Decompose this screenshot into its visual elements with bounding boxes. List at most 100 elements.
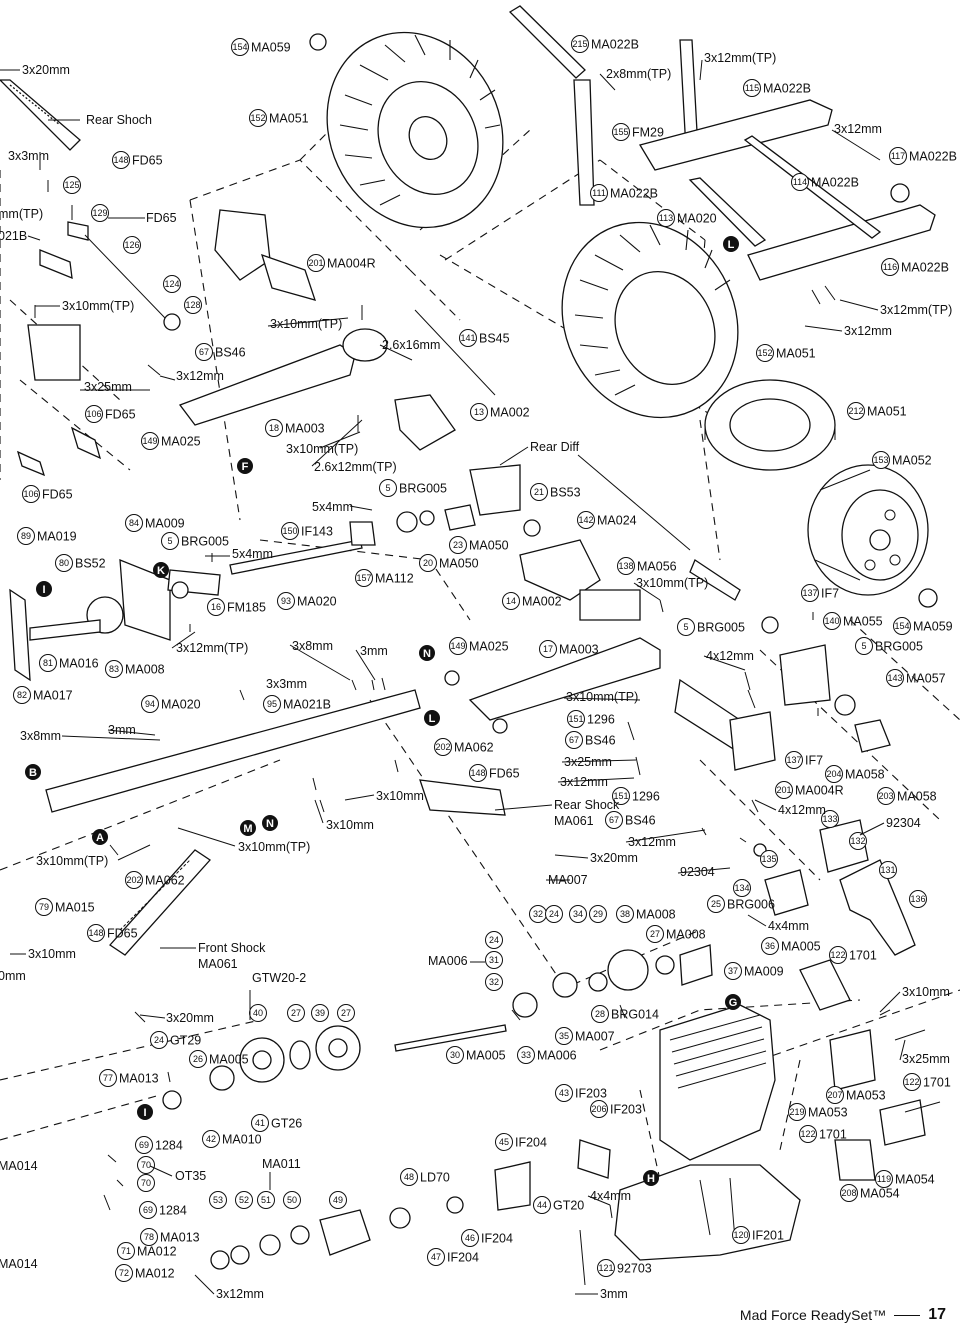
bare-callout-number: 52 — [239, 1195, 249, 1205]
label: 021B — [0, 229, 27, 243]
callout-label: MA013 — [160, 1231, 200, 1245]
callout-number: 5 — [167, 536, 172, 546]
label: 3x25mm — [564, 755, 612, 769]
callout-number: 202 — [435, 742, 450, 752]
bare-callout-circle — [337, 1004, 355, 1022]
callout-label: MA052 — [892, 454, 932, 468]
bare-callout-circle — [311, 1004, 329, 1022]
callout-circle — [724, 962, 742, 980]
callout-number: 154 — [232, 42, 247, 52]
callout-number: 157 — [356, 573, 371, 583]
callout-label: MA012 — [135, 1267, 175, 1281]
callout-circle — [877, 787, 895, 805]
bare-callout-circle — [879, 861, 897, 879]
callout-label: MA051 — [269, 112, 309, 126]
label: 4x4mm — [590, 1189, 631, 1203]
callout-circle — [125, 514, 143, 532]
reference-letter-circle — [419, 645, 435, 661]
bare-callout-number: 27 — [341, 1008, 351, 1018]
bare-callout-number: 53 — [213, 1195, 223, 1205]
callout-number: 5 — [861, 641, 866, 651]
callout-label: BRG006 — [727, 898, 775, 912]
callout-circle — [502, 592, 520, 610]
reference-letter: B — [29, 767, 37, 779]
callout-number: 46 — [465, 1233, 475, 1243]
label: MA011 — [262, 1157, 301, 1171]
callout-number: 111 — [592, 188, 606, 198]
callout-label: MA010 — [222, 1133, 262, 1147]
callout-circle — [265, 419, 283, 437]
bare-callout-number: 34 — [573, 909, 583, 919]
callout-number: 5 — [385, 483, 390, 493]
callout-number: 141 — [460, 333, 475, 343]
callout-circle — [495, 1133, 513, 1151]
label: 3x12mm — [216, 1287, 264, 1301]
callout-number: 71 — [121, 1246, 131, 1256]
callout-circle — [470, 403, 488, 421]
bare-callout-number: 39 — [315, 1008, 325, 1018]
reference-letter: I — [143, 1107, 146, 1119]
callout-number: 151 — [568, 714, 583, 724]
callout-number: 36 — [765, 941, 775, 951]
callout-label: LD70 — [420, 1171, 450, 1185]
callout-label: MA004R — [327, 257, 376, 271]
bare-callout-circle — [137, 1174, 155, 1192]
callout-label: MA062 — [454, 741, 494, 755]
bare-callout-circle — [163, 275, 181, 293]
bare-callout-number: 29 — [593, 909, 603, 919]
label: 3x12mm(TP) — [176, 641, 248, 655]
callout-label: MA057 — [906, 672, 946, 686]
callout-label: IF204 — [447, 1251, 479, 1265]
callout-circle — [202, 1130, 220, 1148]
callout-circle — [823, 612, 841, 630]
page-number: 17 — [928, 1306, 946, 1323]
label: 5x4mm — [312, 500, 353, 514]
bare-callout-number: 32 — [533, 909, 543, 919]
callout-circle — [112, 151, 130, 169]
callout-label: MA013 — [119, 1072, 159, 1086]
label: Front Shock — [198, 941, 266, 955]
label: 3x12mm(TP) — [704, 51, 776, 65]
reference-letter: A — [96, 832, 104, 844]
label: 3x10mm(TP) — [238, 840, 310, 854]
callout-label: 1284 — [155, 1139, 183, 1153]
callout-circle — [35, 898, 53, 916]
callout-circle — [791, 173, 809, 191]
callout-number: 13 — [474, 407, 484, 417]
callout-number: 41 — [255, 1118, 265, 1128]
callout-label: MA053 — [808, 1106, 848, 1120]
callout-label: MA003 — [285, 422, 325, 436]
callout-number: 89 — [21, 531, 31, 541]
callout-label: FD65 — [105, 408, 136, 422]
callout-circle — [307, 254, 325, 272]
bare-callout-circle — [184, 296, 202, 314]
callout-number: 25 — [711, 899, 721, 909]
callout-label: FD65 — [42, 488, 73, 502]
callout-label: BS52 — [75, 557, 106, 571]
reference-letter: M — [243, 823, 252, 835]
callout-circle — [13, 686, 31, 704]
callout-label: MA003 — [559, 643, 599, 657]
